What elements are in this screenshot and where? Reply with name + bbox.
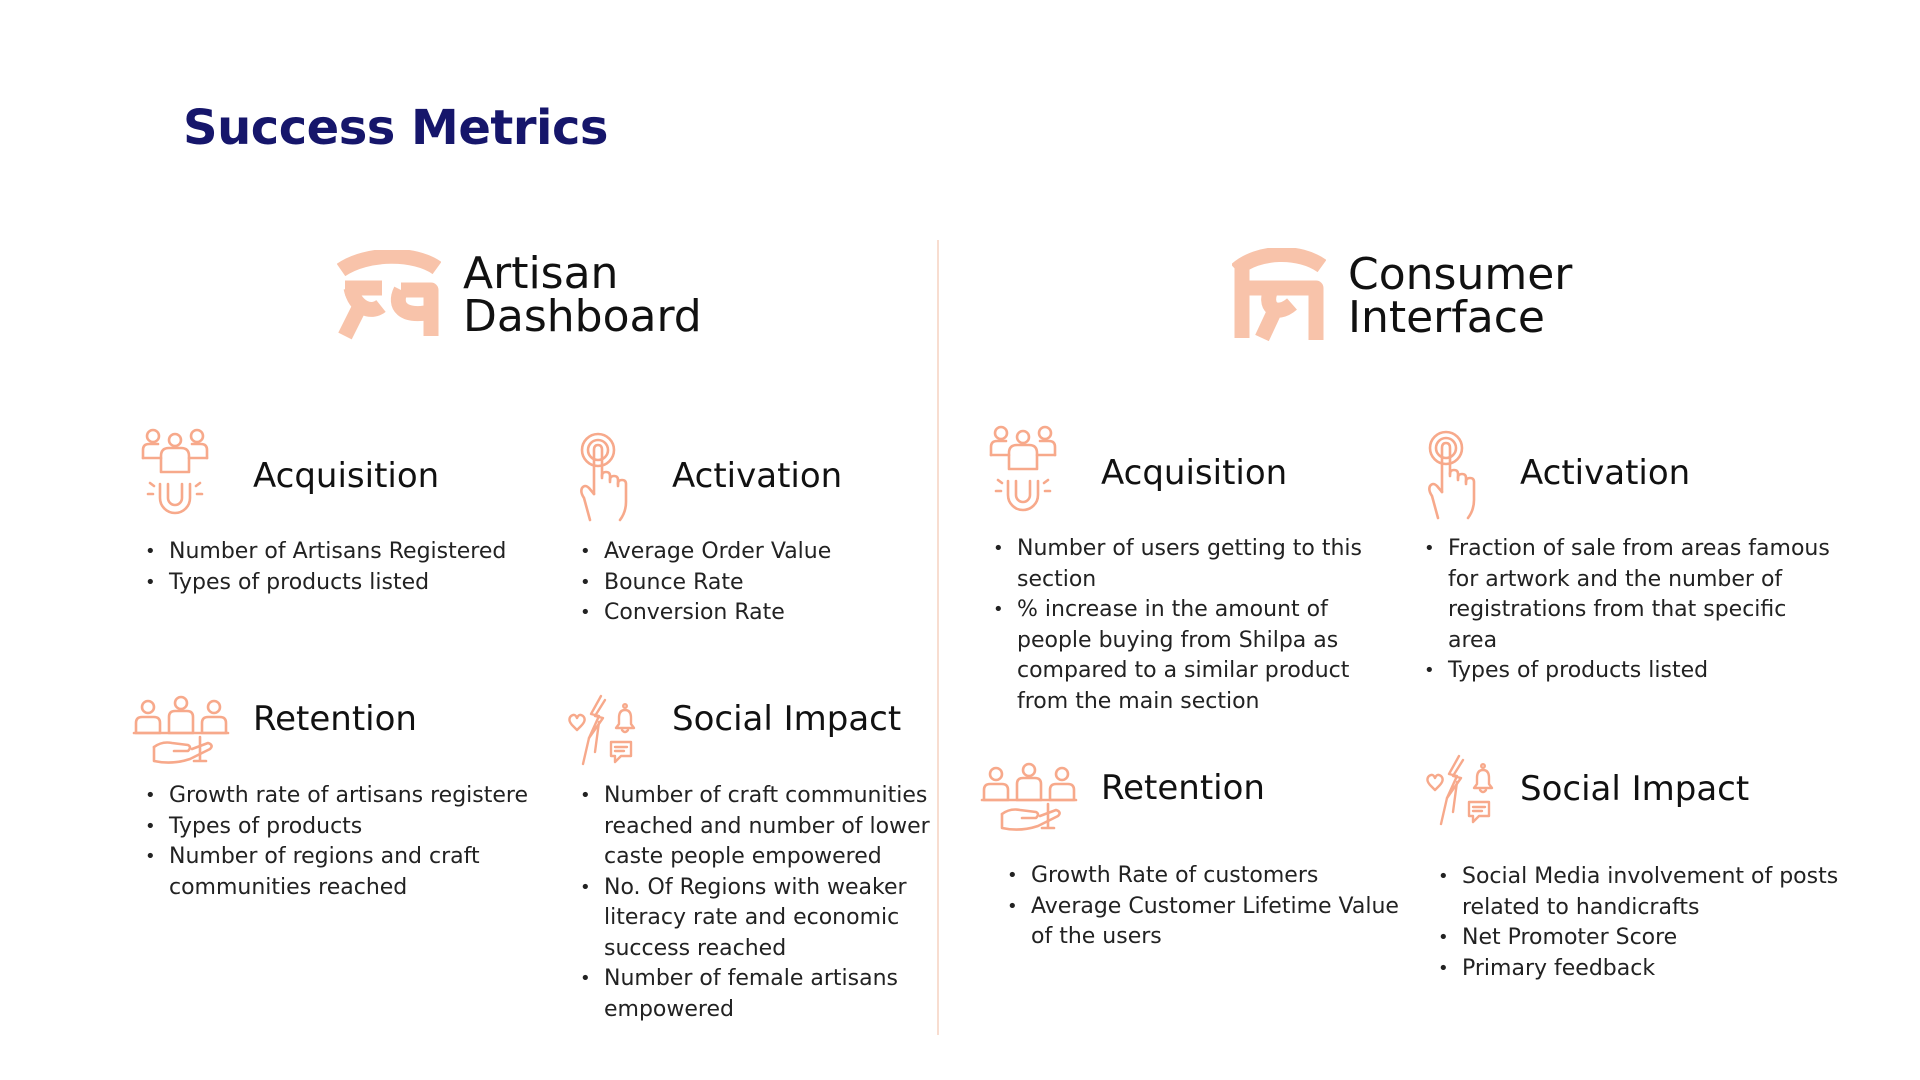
list-item: Social Media involvement of posts relate… [1438, 862, 1852, 923]
consumer-activation-title: Activation [1520, 453, 1691, 493]
artisan-acquisition-list: Number of Artisans Registered Types of p… [145, 537, 549, 598]
list-item: No. Of Regions with weaker literacy rate… [580, 873, 944, 965]
consumer-title-line2: Interface [1348, 292, 1545, 343]
consumer-header: Consumer Interface [1232, 248, 1572, 344]
list-item: Growth Rate of customers [1007, 861, 1411, 892]
page-title: Success Metrics [183, 100, 608, 156]
touch-finger-icon [1426, 430, 1482, 520]
social-impact-icon [1421, 752, 1495, 828]
list-item: Number of regions and craft communities … [145, 842, 549, 903]
artisan-retention-list: Growth rate of artisans registere Types … [145, 781, 549, 903]
people-hand-icon [980, 762, 1078, 834]
list-item: Number of users getting to this section [993, 534, 1407, 595]
social-impact-icon [563, 692, 637, 768]
artisan-header-title: Artisan Dashboard [463, 248, 702, 342]
column-divider [937, 240, 939, 1035]
artisan-activation-list: Average Order Value Bounce Rate Conversi… [580, 537, 944, 629]
list-item: Types of products listed [145, 568, 549, 599]
touch-finger-icon [578, 432, 634, 522]
consumer-social-list: Social Media involvement of posts relate… [1438, 862, 1852, 984]
people-hand-icon [132, 695, 230, 767]
list-item: Number of craft communities reached and … [580, 781, 944, 873]
people-magnet-icon [140, 428, 210, 526]
list-item: Types of products listed [1424, 656, 1838, 687]
consumer-retention-list: Growth Rate of customers Average Custome… [1007, 861, 1411, 953]
artisan-social-list: Number of craft communities reached and … [580, 781, 944, 1025]
list-item: Average Order Value [580, 537, 944, 568]
artisan-activation-title: Activation [672, 456, 843, 496]
consumer-social-title: Social Impact [1520, 769, 1750, 809]
consumer-header-title: Consumer Interface [1348, 249, 1573, 343]
consumer-title-line1: Consumer [1348, 249, 1573, 300]
consumer-activation-list: Fraction of sale from areas famous for a… [1424, 534, 1838, 687]
artisan-title-line1: Artisan [463, 248, 619, 299]
consumer-retention-title: Retention [1101, 768, 1265, 808]
list-item: Bounce Rate [580, 568, 944, 599]
list-item: Types of products [145, 812, 549, 843]
artisan-retention-title: Retention [253, 699, 417, 739]
consumer-acquisition-title: Acquisition [1101, 453, 1288, 493]
list-item: Primary feedback [1438, 954, 1852, 985]
list-item: % increase in the amount of people buyin… [993, 595, 1407, 717]
artisan-title-line2: Dashboard [463, 291, 702, 342]
artisan-header: Artisan Dashboard [337, 250, 702, 340]
list-item: Average Customer Lifetime Value of the u… [1007, 892, 1411, 953]
list-item: Conversion Rate [580, 598, 944, 629]
list-item: Growth rate of artisans registere [145, 781, 549, 812]
list-item: Number of Artisans Registered [145, 537, 549, 568]
artisan-social-title: Social Impact [672, 699, 902, 739]
people-magnet-icon [988, 425, 1058, 523]
shilpa-logo-icon [1232, 248, 1326, 344]
list-item: Number of female artisans empowered [580, 964, 944, 1025]
list-item: Net Promoter Score [1438, 923, 1852, 954]
list-item: Fraction of sale from areas famous for a… [1424, 534, 1838, 656]
artisan-acquisition-title: Acquisition [253, 456, 440, 496]
consumer-acquisition-list: Number of users getting to this section … [993, 534, 1407, 717]
shilpa-logo-icon [337, 250, 441, 340]
